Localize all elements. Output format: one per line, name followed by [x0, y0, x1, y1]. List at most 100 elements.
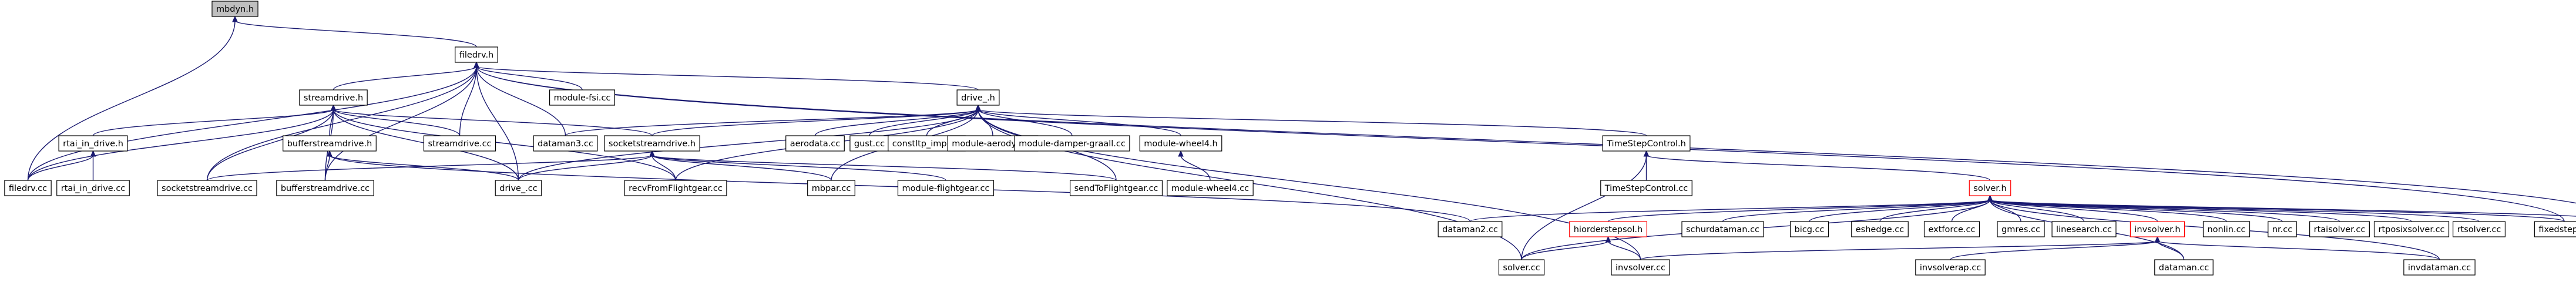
edge-streamdrive_cc-to-filedrv_h	[459, 66, 477, 136]
node-drive-h[interactable]: drive_.h	[956, 89, 1000, 106]
node-box[interactable]	[1602, 135, 1691, 152]
node-invsolver-cc[interactable]: invsolver.cc	[1611, 259, 1670, 276]
node-box[interactable]	[4, 180, 52, 196]
node-bicg-cc[interactable]: bicg.cc	[1789, 221, 1829, 237]
node-box[interactable]	[533, 135, 598, 152]
node-label: recvFromFlightgear.cc	[629, 184, 723, 193]
node-fixedstep-cc[interactable]: fixedstep.cc	[2534, 221, 2576, 237]
node-linesearch-cc[interactable]: linesearch.cc	[2051, 221, 2117, 237]
node-eshedge-cc[interactable]: eshedge.cc	[1851, 221, 1909, 237]
node-box[interactable]	[211, 1, 258, 17]
node-gust-cc[interactable]: gust.cc	[849, 135, 889, 152]
node-mbpar-cc[interactable]: mbpar.cc	[807, 180, 855, 196]
node-box[interactable]	[1681, 221, 1764, 237]
node-box[interactable]	[2051, 221, 2117, 237]
node-box[interactable]	[2309, 221, 2370, 237]
node-box[interactable]	[2268, 221, 2297, 237]
node-box[interactable]	[1498, 259, 1545, 276]
node-dataman2-cc[interactable]: dataman2.cc	[1438, 221, 1503, 237]
node-nr-cc[interactable]: nr.cc	[2268, 221, 2297, 237]
node-solver-h[interactable]: solver.h	[1969, 180, 2011, 196]
node-rtposixsolver-cc[interactable]: rtposixsolver.cc	[2373, 221, 2450, 237]
node-box[interactable]	[1611, 259, 1670, 276]
node-box[interactable]	[58, 135, 128, 152]
node-box[interactable]	[604, 135, 700, 152]
node-box[interactable]	[1789, 221, 1829, 237]
node-streamdrive-h[interactable]: streamdrive.h	[299, 89, 368, 106]
node-module-wheel4-cc[interactable]: module-wheel4.cc	[1167, 180, 1254, 196]
node-box[interactable]	[2154, 259, 2214, 276]
node-box[interactable]	[1923, 221, 1980, 237]
node-box[interactable]	[1014, 135, 1130, 152]
node-extforce-cc[interactable]: extforce.cc	[1923, 221, 1980, 237]
node-rtaisolver-cc[interactable]: rtaisolver.cc	[2309, 221, 2370, 237]
node-box[interactable]	[283, 135, 377, 152]
node-dataman3-cc[interactable]: dataman3.cc	[533, 135, 598, 152]
node-rtsolver-cc[interactable]: rtsolver.cc	[2453, 221, 2506, 237]
node-box[interactable]	[56, 180, 130, 196]
node-module-damper-graall[interactable]: module-damper-graall.cc	[1014, 135, 1130, 152]
node-box[interactable]	[1915, 259, 1986, 276]
node-box[interactable]	[455, 46, 498, 63]
node-bufferstreamdrive-cc[interactable]: bufferstreamdrive.cc	[276, 180, 374, 196]
edge-module_flightgear-to-socketstreamdrive_h	[651, 155, 946, 181]
node-box[interactable]	[2202, 221, 2251, 237]
node-box[interactable]	[1600, 180, 1692, 196]
node-drive-cc[interactable]: drive_.cc	[495, 180, 542, 196]
node-box[interactable]	[1969, 180, 2011, 196]
node-box[interactable]	[1851, 221, 1909, 237]
node-filedrv-h[interactable]: filedrv.h	[455, 46, 498, 63]
node-module-flightgear[interactable]: module-flightgear.cc	[897, 180, 995, 196]
node-box[interactable]	[807, 180, 855, 196]
node-box[interactable]	[2403, 259, 2476, 276]
node-socketstreamdrive-cc[interactable]: socketstreamdrive.cc	[157, 180, 257, 196]
node-bufferstreamdrive-h[interactable]: bufferstreamdrive.h	[283, 135, 377, 152]
node-box[interactable]	[423, 135, 496, 152]
node-invsolverap-cc[interactable]: invsolverap.cc	[1915, 259, 1986, 276]
node-box[interactable]	[299, 89, 368, 106]
node-box[interactable]	[157, 180, 257, 196]
node-box[interactable]	[2534, 221, 2576, 237]
node-box[interactable]	[849, 135, 889, 152]
node-rtai-in-drive-h[interactable]: rtai_in_drive.h	[58, 135, 128, 152]
edge-solver_h-to-timestepcontrol_h	[1645, 155, 1991, 181]
node-socketstreamdrive-h[interactable]: socketstreamdrive.h	[604, 135, 700, 152]
node-label: drive_.h	[961, 93, 995, 103]
node-box[interactable]	[1069, 180, 1163, 196]
node-module-fsi[interactable]: module-fsi.cc	[549, 89, 616, 106]
node-invdataman-cc[interactable]: invdataman.cc	[2403, 259, 2476, 276]
node-filedrv-cc[interactable]: filedrv.cc	[4, 180, 52, 196]
node-invsolver-h[interactable]: invsolver.h	[2130, 221, 2185, 237]
node-rtai-in-drive-cc[interactable]: rtai_in_drive.cc	[56, 180, 130, 196]
node-solver-cc[interactable]: solver.cc	[1498, 259, 1545, 276]
node-schurdataman-cc[interactable]: schurdataman.cc	[1681, 221, 1764, 237]
node-box[interactable]	[2453, 221, 2506, 237]
node-streamdrive-cc[interactable]: streamdrive.cc	[423, 135, 496, 152]
node-nonlin-cc[interactable]: nonlin.cc	[2202, 221, 2251, 237]
node-box[interactable]	[624, 180, 727, 196]
node-timestepcontrol-cc[interactable]: TimeStepControl.cc	[1600, 180, 1692, 196]
node-box[interactable]	[2130, 221, 2185, 237]
node-gmres-cc[interactable]: gmres.cc	[1997, 221, 2045, 237]
node-box[interactable]	[1569, 221, 1647, 237]
node-box[interactable]	[785, 135, 845, 152]
node-box[interactable]	[1997, 221, 2045, 237]
node-recvfromflightgear-cc[interactable]: recvFromFlightgear.cc	[624, 180, 727, 196]
node-box[interactable]	[1438, 221, 1503, 237]
node-aerodata-cc[interactable]: aerodata.cc	[785, 135, 845, 152]
node-box[interactable]	[956, 89, 1000, 106]
node-box[interactable]	[276, 180, 374, 196]
node-timestepcontrol-h[interactable]: TimeStepControl.h	[1602, 135, 1691, 152]
node-dataman-cc[interactable]: dataman.cc	[2154, 259, 2214, 276]
node-box[interactable]	[897, 180, 995, 196]
node-mbdyn-h[interactable]: mbdyn.h	[211, 1, 258, 17]
node-box[interactable]	[549, 89, 616, 106]
node-module-wheel4-h[interactable]: module-wheel4.h	[1139, 135, 1222, 152]
node-box[interactable]	[1167, 180, 1254, 196]
node-sendtoflightgear-cc[interactable]: sendToFlightgear.cc	[1069, 180, 1163, 196]
node-box[interactable]	[2373, 221, 2450, 237]
node-box[interactable]	[1139, 135, 1222, 152]
node-highorderstepsol-h[interactable]: hiorderstepsol.h	[1569, 221, 1647, 237]
edge-socketstreamdrive_cc-to-streamdrive_h	[206, 109, 334, 181]
node-box[interactable]	[495, 180, 542, 196]
